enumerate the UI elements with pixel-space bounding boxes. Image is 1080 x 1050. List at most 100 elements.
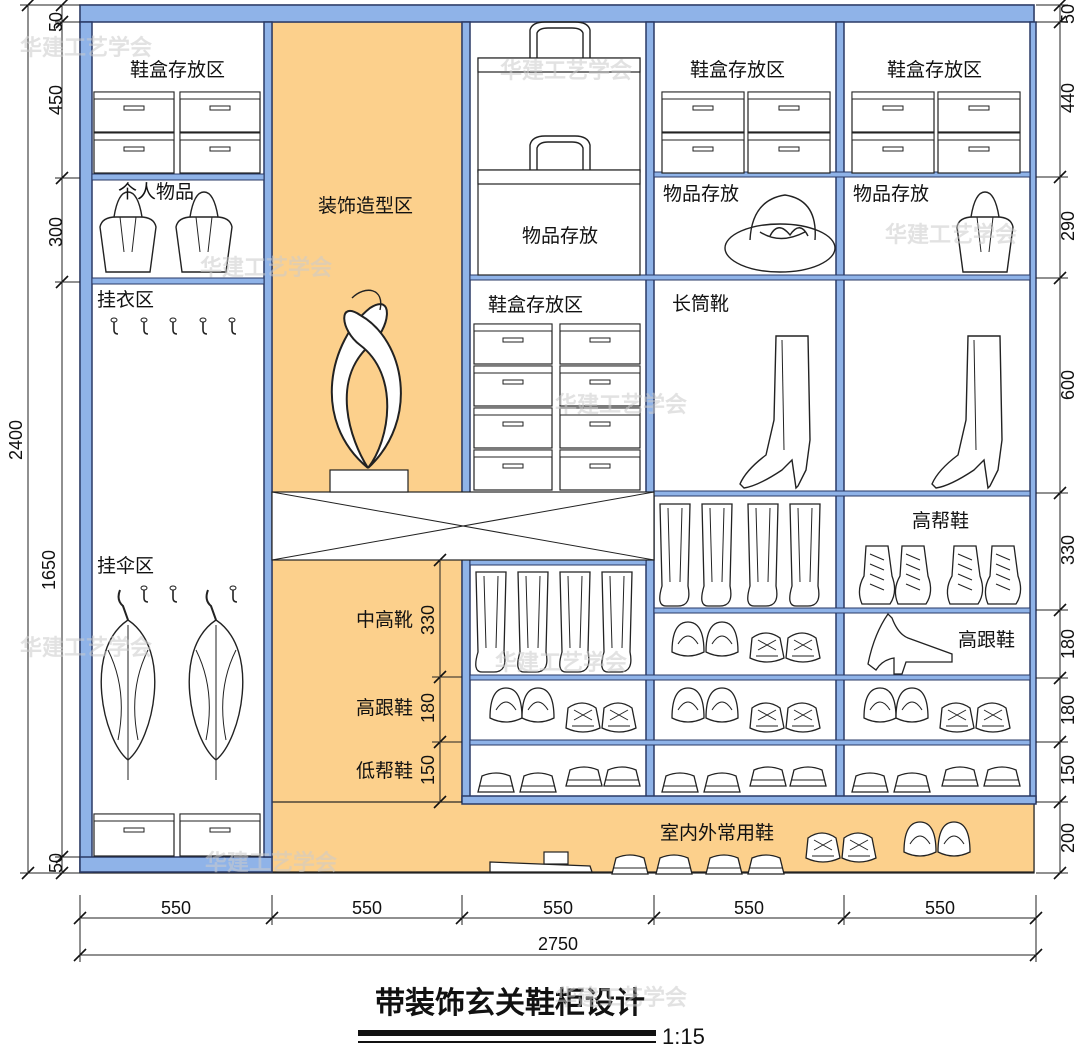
shoe-box <box>559 449 641 491</box>
label-high-top: 高帮鞋 <box>912 510 969 532</box>
shoe-box <box>93 91 175 133</box>
slipper-icon <box>489 861 593 873</box>
shoe-box <box>93 132 175 174</box>
label-decor-zone: 装饰造型区 <box>318 195 413 217</box>
hook-icon <box>172 588 178 603</box>
sneaker-icon <box>939 702 975 733</box>
flat-shoe-icon <box>863 687 897 723</box>
flat-shoe-icon <box>903 821 937 857</box>
dim-bottom-5: 550 <box>925 898 955 918</box>
left-side-panel <box>79 21 93 873</box>
sneaker-icon <box>749 702 785 733</box>
zone-labels: 鞋盒存放区 个人物品 挂衣区 挂伞区 装饰造型区 物品存放 鞋盒存放区 鞋盒存放… <box>97 59 1015 844</box>
label-high-heels-right: 高跟鞋 <box>958 629 1015 651</box>
handbag-icon <box>99 191 1014 273</box>
boot-icon <box>739 335 1003 490</box>
label-low-top: 低帮鞋 <box>356 760 413 782</box>
shoe-box <box>559 323 641 365</box>
label-item-storage-2: 物品存放 <box>663 183 739 205</box>
sneaker-icon <box>565 702 601 733</box>
low-shoe-icon <box>519 772 557 793</box>
hook-base <box>110 317 118 323</box>
hook-base <box>199 317 207 323</box>
mid-boot-icon <box>789 503 821 607</box>
umbrella-icon <box>188 589 244 780</box>
hook-base <box>169 317 177 323</box>
shoe-box <box>473 449 553 491</box>
hook-base <box>229 585 237 591</box>
long-boot-icon <box>931 335 1003 490</box>
label-daily-shoes: 室内外常用鞋 <box>660 822 774 844</box>
low-shoe-icon <box>655 854 693 875</box>
mid-boot-icon <box>659 503 691 607</box>
low-shoe-icon <box>941 766 979 787</box>
flat-shoe-icon <box>671 687 705 723</box>
svg-text:华建工艺学会: 华建工艺学会 <box>555 392 687 418</box>
svg-text:华建工艺学会: 华建工艺学会 <box>205 850 337 876</box>
left-plinth <box>79 856 273 873</box>
low-shoe-icon <box>611 854 649 875</box>
dim-bottom-4: 550 <box>734 898 764 918</box>
hook-base <box>228 317 236 323</box>
dim-bottom-total: 2750 <box>538 934 578 954</box>
shoe-box <box>851 91 935 133</box>
hook-base <box>140 585 148 591</box>
bag-icon <box>477 21 641 276</box>
shoe-box <box>851 132 935 174</box>
mid-boot-icon <box>701 503 733 607</box>
dim-right-180a: 180 <box>1058 629 1078 659</box>
low-shoe-icon <box>747 854 785 875</box>
label-high-heels-left: 高跟鞋 <box>356 697 413 719</box>
shoe-box <box>473 365 553 407</box>
shoe-box <box>93 813 175 857</box>
low-shoe-icon <box>477 772 515 793</box>
mid-boot-icon <box>601 571 633 673</box>
label-long-boots: 长筒靴 <box>672 293 729 315</box>
umbrella-icon <box>100 589 244 780</box>
shoe-box <box>179 91 261 133</box>
hook-icon <box>231 320 237 335</box>
dim-right-600: 600 <box>1058 370 1078 400</box>
handbag-icon <box>175 191 233 273</box>
mid-boot-icon <box>747 503 779 607</box>
right-side-panel <box>1029 21 1037 803</box>
low-shoe-icon <box>705 854 743 875</box>
diagram-title: 带装饰玄关鞋柜设计 <box>375 986 645 1021</box>
label-hanging-clothes: 挂衣区 <box>97 289 154 311</box>
coat-hooks <box>110 317 238 603</box>
dim-inner-150: 150 <box>418 755 438 785</box>
handbag-icon <box>956 191 1014 273</box>
mid-boot-icon <box>475 571 507 673</box>
watermark: 华建工艺学会 华建工艺学会 华建工艺学会 华建工艺学会 华建工艺学会 华建工艺学… <box>20 35 1017 1011</box>
sneaker-icon <box>805 832 841 863</box>
shoe-box <box>559 365 641 407</box>
sculpture-icon <box>329 289 409 493</box>
flat-shoe-icon <box>521 687 555 723</box>
low-shoe-icon <box>851 772 889 793</box>
low-shoe-icon <box>983 766 1021 787</box>
hook-icon <box>113 320 119 335</box>
dim-right-50: 50 <box>1058 4 1078 24</box>
sneaker-icon <box>785 632 821 663</box>
low-shoe-icon <box>789 766 827 787</box>
mid-boot-icon <box>559 571 591 673</box>
shoe-box <box>179 813 261 857</box>
high-top-icon <box>894 545 932 605</box>
dim-left-300: 300 <box>46 217 66 247</box>
flat-shoe-icon <box>937 821 971 857</box>
high-top-icon <box>984 545 1022 605</box>
dim-left-50-top: 50 <box>46 12 66 32</box>
title-block: 带装饰玄关鞋柜设计 1:15 <box>358 986 705 1049</box>
decor-column <box>271 21 463 873</box>
flat-shoe-icon <box>489 687 523 723</box>
svg-text:华建工艺学会: 华建工艺学会 <box>20 635 152 661</box>
shoe-box <box>559 407 641 449</box>
low-shoe-icon <box>749 766 787 787</box>
svg-text:华建工艺学会: 华建工艺学会 <box>20 35 152 61</box>
dim-right-330: 330 <box>1058 535 1078 565</box>
low-shoe-icon <box>565 766 603 787</box>
low-shoe-icon <box>893 772 931 793</box>
shoe-box <box>179 132 261 174</box>
hook-icon <box>232 588 238 603</box>
flat-shoe-icon <box>671 621 705 657</box>
